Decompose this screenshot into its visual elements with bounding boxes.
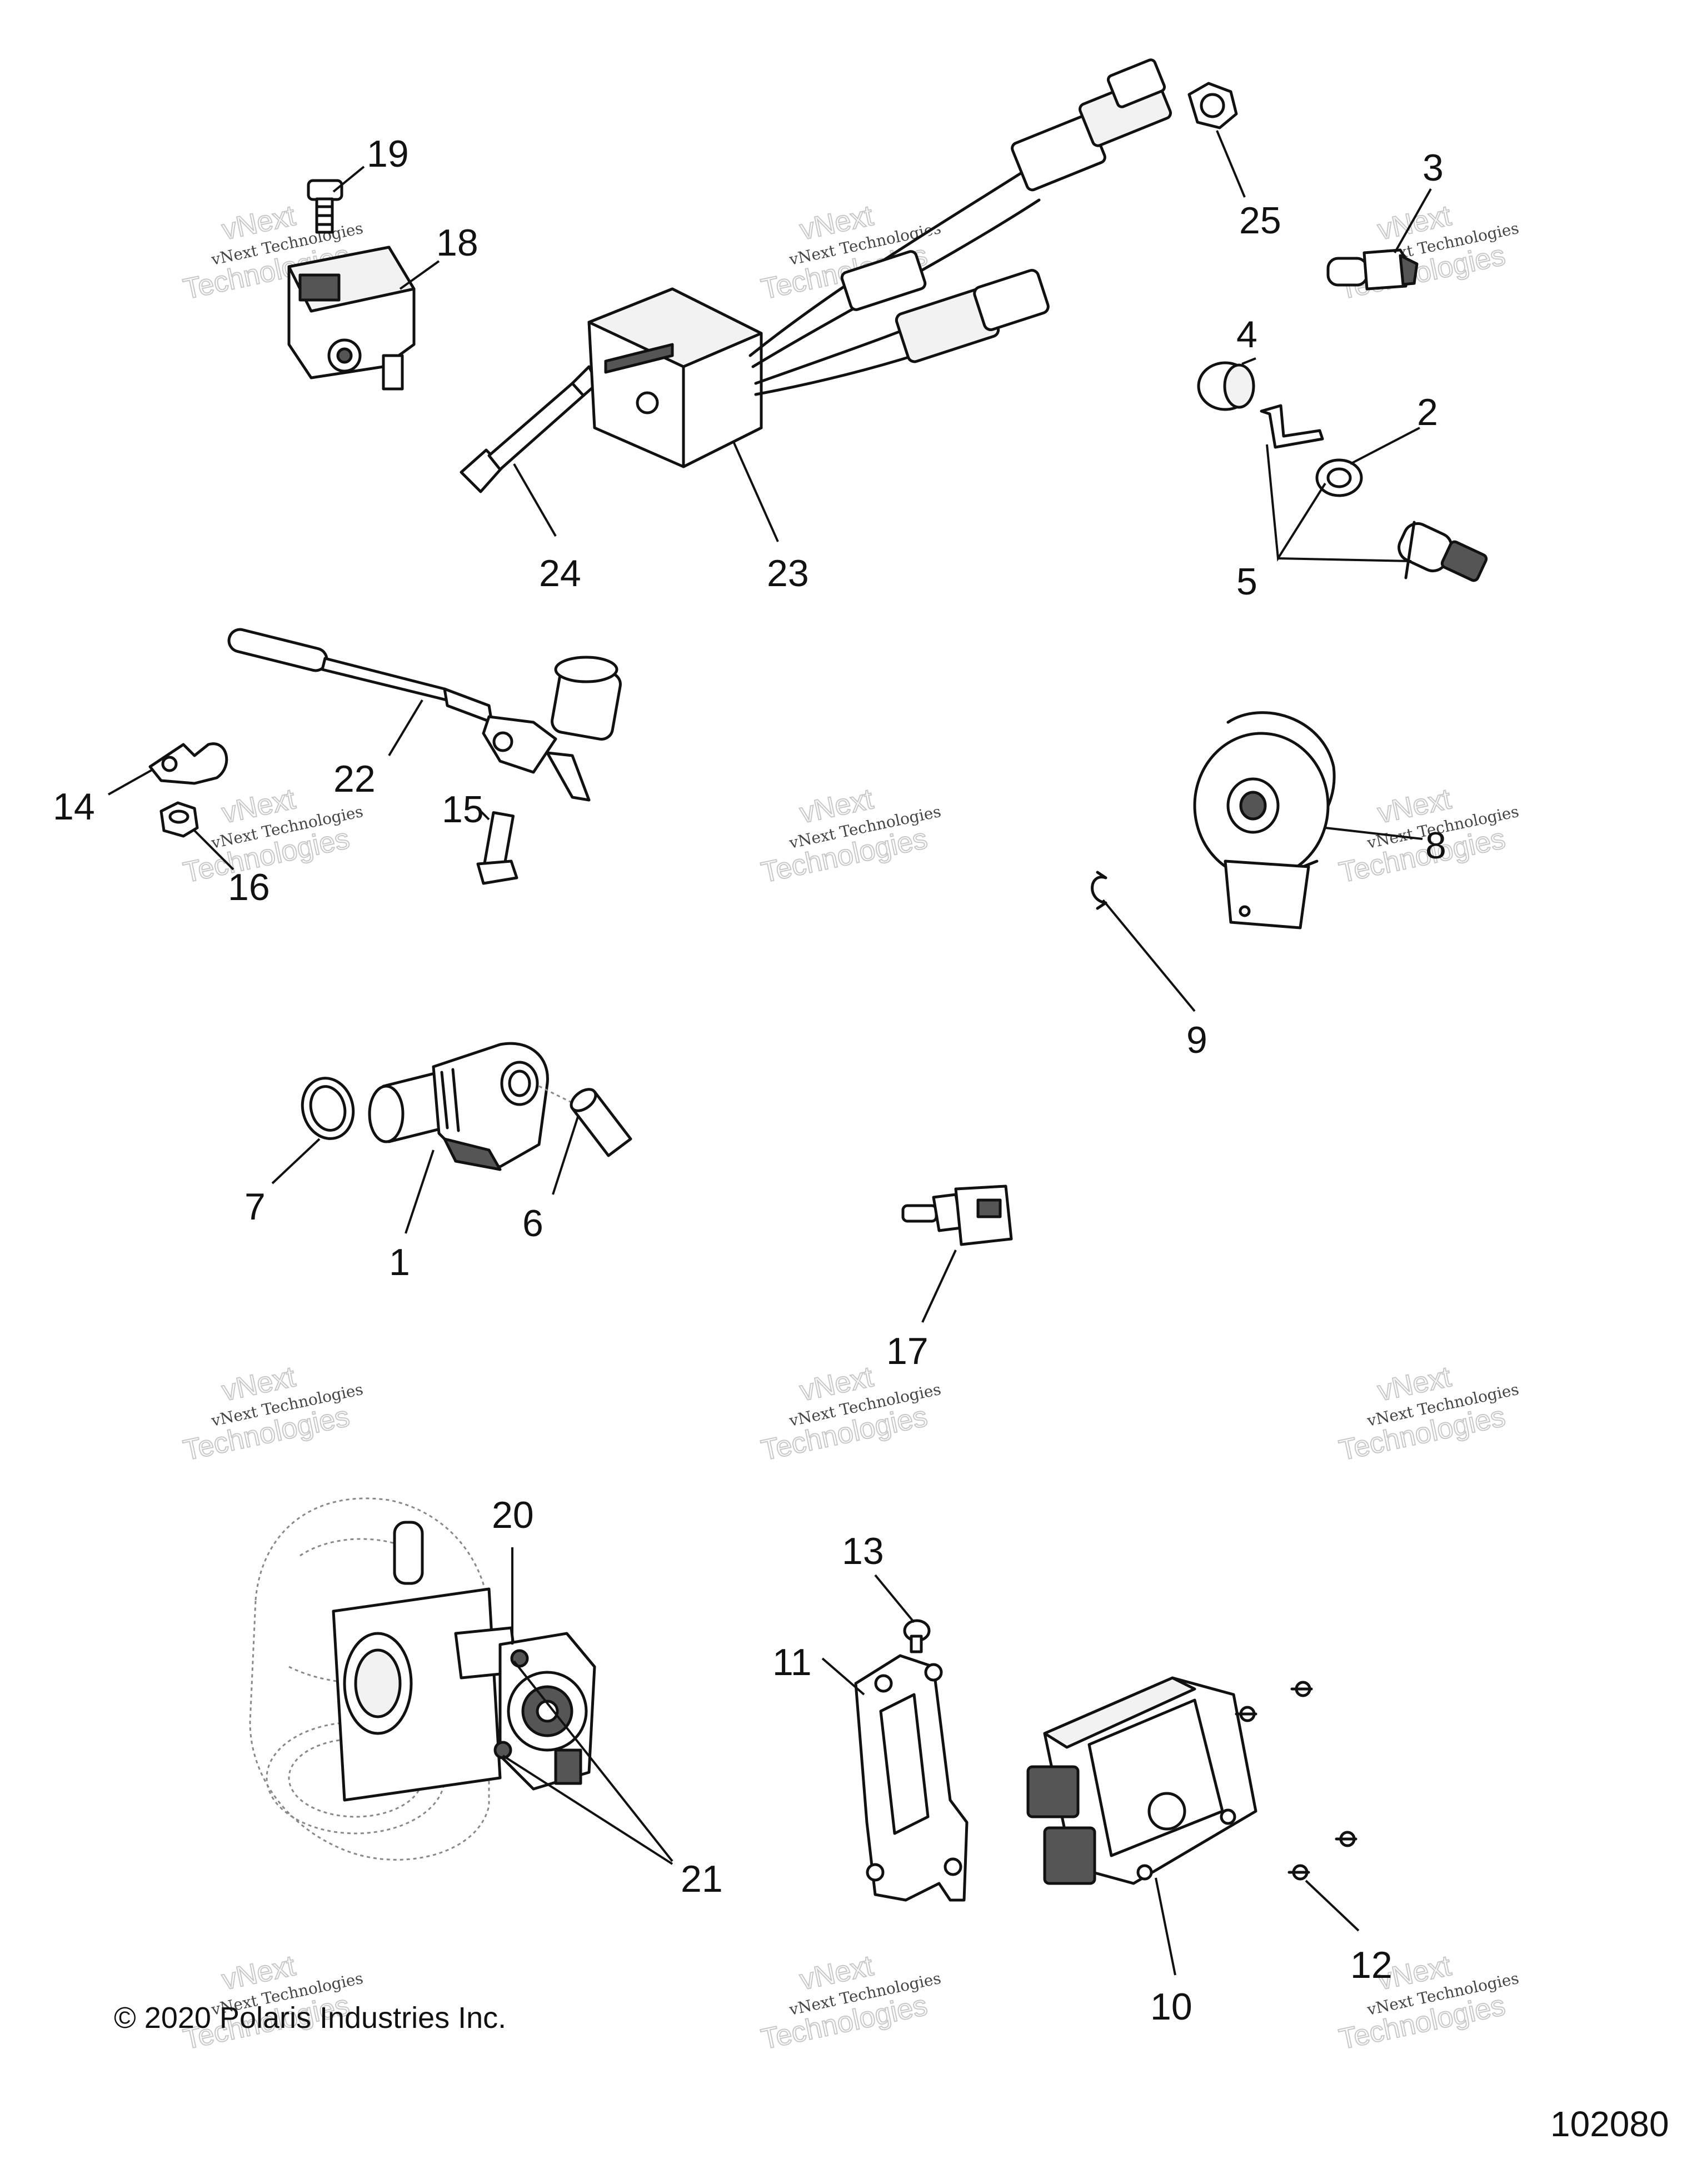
part-6-dowel (570, 1088, 632, 1157)
leader-6 (552, 1116, 579, 1195)
callout-labels: 19 18 24 23 25 3 4 2 5 22 14 16 15 8 9 7… (53, 133, 1446, 2028)
leader-19 (332, 166, 365, 193)
copyright-text: © 2020 Polaris Industries Inc. (114, 2001, 506, 2035)
part-25-nut (1187, 82, 1238, 129)
leader-5 (1266, 444, 1412, 562)
callout-16: 16 (228, 866, 270, 908)
callout-6: 6 (522, 1202, 543, 1245)
part-23-harness-module (587, 58, 1172, 468)
callout-18: 18 (436, 222, 478, 264)
callout-14: 14 (53, 786, 95, 828)
callout-12: 12 (1350, 1944, 1392, 1986)
callout-7: 7 (244, 1186, 266, 1228)
leader-4 (1241, 357, 1256, 365)
part-22-speed-sensor (227, 628, 622, 802)
callout-10: 10 (1150, 1986, 1192, 2028)
part-9-clip (1091, 871, 1107, 910)
leader-24 (513, 463, 557, 537)
part-19-bolt (307, 179, 343, 234)
leader-22 (388, 699, 423, 757)
leader-3 (1394, 188, 1432, 253)
leader-13 (874, 1574, 915, 1623)
watermark: vNext vNext Technologies Technologies (1336, 199, 1520, 306)
part-20-throttle-body (249, 1497, 596, 1861)
leader-15 (480, 810, 490, 821)
leader-25 (1216, 130, 1246, 198)
callout-22: 22 (333, 758, 376, 800)
part-17-temp-sensor (901, 1185, 1013, 1246)
part-1-cam-sensor (368, 1042, 549, 1171)
leader-21 (502, 1660, 673, 1865)
part-2-washer (1315, 458, 1363, 497)
part-12-screws (1235, 1681, 1357, 1881)
callout-13: 13 (842, 1530, 884, 1572)
watermark: vNext vNext Technologies Technologies (180, 1949, 365, 2056)
leader-16 (193, 829, 234, 871)
watermark: vNext vNext Technologies Technologies (180, 1360, 365, 1467)
callout-19: 19 (367, 133, 409, 175)
part-11-bracket (854, 1654, 969, 1902)
callout-9: 9 (1186, 1019, 1207, 1061)
callout-2: 2 (1417, 391, 1438, 433)
callout-8: 8 (1425, 824, 1446, 867)
callout-5: 5 (1236, 561, 1257, 603)
callout-3: 3 (1422, 147, 1444, 189)
leader-23 (732, 441, 779, 542)
callout-4: 4 (1236, 313, 1257, 356)
watermark: vNext vNext Technologies Technologies (1336, 1949, 1520, 2056)
callout-20: 20 (492, 1494, 534, 1536)
part-7-oring (301, 1077, 355, 1140)
callout-21: 21 (681, 1858, 723, 1900)
callout-15: 15 (442, 788, 484, 831)
leader-2 (1350, 427, 1420, 465)
part-18-map-sensor (287, 246, 416, 391)
part-5-clip (1260, 404, 1324, 449)
leader-17 (921, 1250, 957, 1323)
watermark: vNext vNext Technologies Technologies (758, 1949, 942, 2056)
part-10-ecu (1026, 1676, 1257, 1885)
part-4-cap (1197, 361, 1255, 411)
callout-17: 17 (886, 1330, 929, 1372)
callout-11: 11 (772, 1641, 812, 1683)
leader-18 (399, 260, 440, 290)
leader-9 (1102, 899, 1196, 1012)
part-15-bolt (476, 811, 518, 885)
leader-12 (1305, 1880, 1360, 1932)
part-16-nut (159, 801, 199, 838)
leader-1 (405, 1150, 435, 1234)
callout-25: 25 (1239, 199, 1281, 242)
callout-23: 23 (767, 552, 809, 594)
callout-1: 1 (389, 1241, 410, 1283)
part-3-sensor (1326, 248, 1419, 291)
part-24-long-bolt (460, 365, 599, 493)
part-8-knock-sensor (1193, 711, 1336, 929)
watermark: vNext vNext Technologies Technologies (758, 782, 942, 889)
leader-10 (1155, 1877, 1176, 1976)
part-14-clamp (148, 742, 228, 785)
leader-7 (271, 1138, 321, 1185)
leader-14 (108, 768, 153, 796)
part-13-screw (903, 1619, 931, 1653)
leader-8 (1325, 827, 1423, 840)
figure-number: 102080 (1550, 2104, 1669, 2144)
watermark: vNext vNext Technologies Technologies (1336, 1360, 1520, 1467)
leader-11 (821, 1657, 865, 1696)
callout-24: 24 (539, 552, 581, 594)
part-5-sensor (1397, 521, 1488, 582)
